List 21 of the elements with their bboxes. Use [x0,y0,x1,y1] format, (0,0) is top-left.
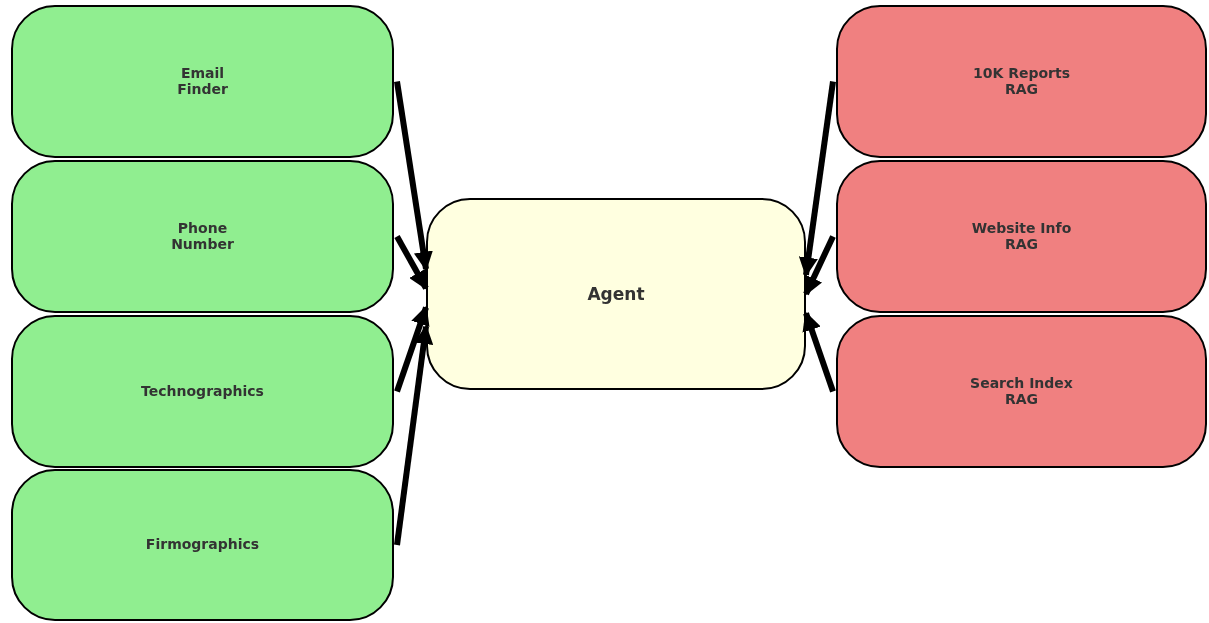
agent-box [426,198,806,390]
source-box [11,315,394,468]
node-label: Firmographics [145,537,260,553]
node-label: Email Finder [176,66,229,97]
rag-box [836,5,1207,158]
source-box [11,5,394,158]
arrow [394,81,433,271]
source-box [11,160,394,313]
arrow [802,311,836,393]
node-label: Website Info RAG [970,221,1073,252]
node-label: Phone Number [170,221,235,252]
node-label: Search Index RAG [969,376,1074,407]
node-label: Agent [587,284,645,304]
source-box [11,469,394,621]
node-label: Technographics [141,383,264,400]
arrow [394,305,430,393]
arrow [394,324,434,546]
rag-box [836,160,1207,313]
node-label: 10K Reports RAG [971,66,1072,97]
rag-box [836,315,1207,468]
arrow [798,81,836,277]
